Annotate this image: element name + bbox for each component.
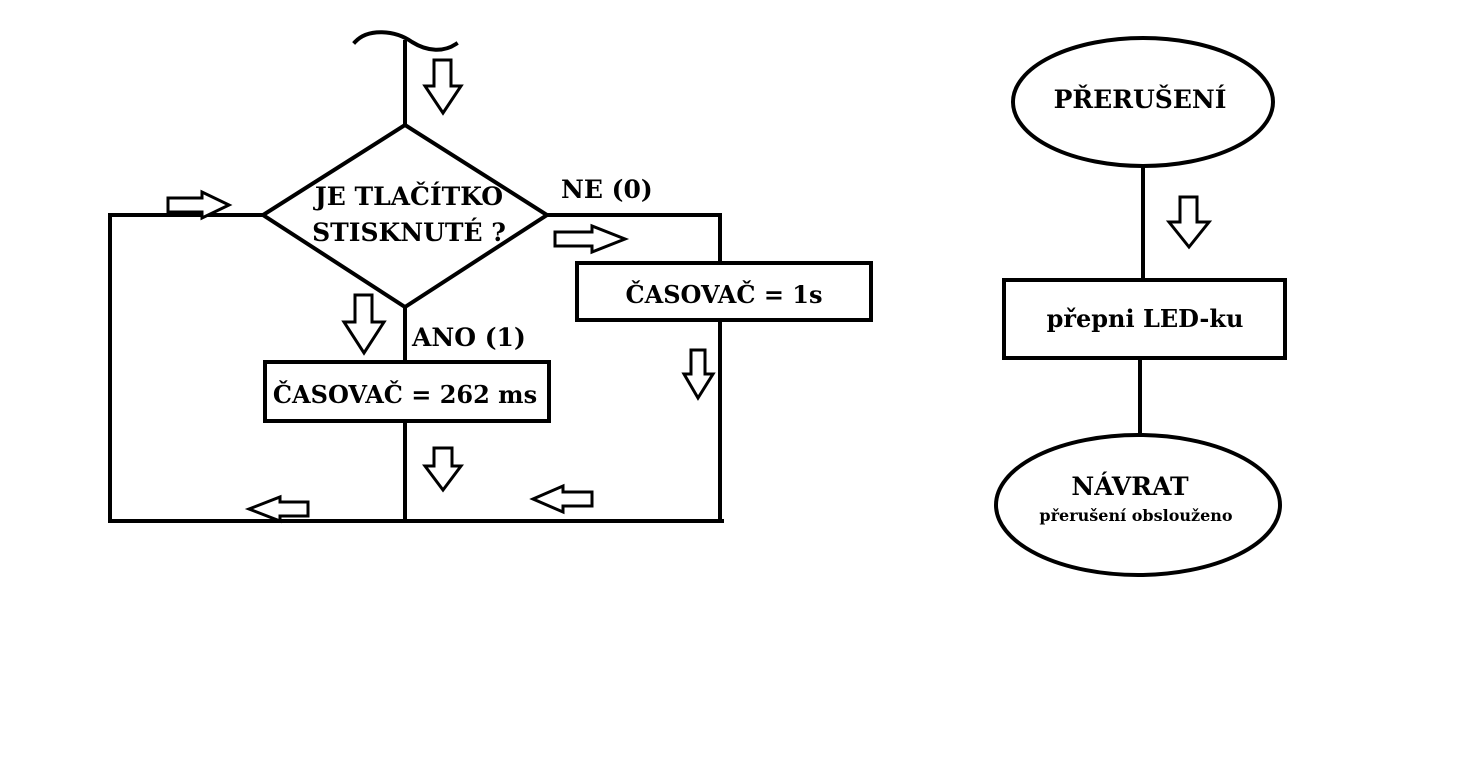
- main-loop-flowchart: JE TLAČÍTKO STISKNUTÉ ? NE (0) ANO (1) Č…: [108, 30, 873, 524]
- interrupt-flowchart: PŘERUŠENÍ přepni LED-ku NÁVRAT přerušení…: [994, 36, 1287, 577]
- decision-text-line1: JE TLAČÍTKO: [313, 182, 503, 211]
- toggle-led-text: přepni LED-ku: [1047, 304, 1244, 333]
- process-timer-1s-text: ČASOVAČ = 1s: [625, 280, 822, 309]
- decision-diamond: [259, 122, 551, 310]
- loop-back-line: [108, 213, 724, 523]
- decision-text-line2: STISKNUTÉ ?: [312, 218, 506, 247]
- branch-no-label: NE (0): [561, 175, 653, 204]
- process-box-timer-262ms: [263, 360, 551, 423]
- right-arrow-icon: [166, 189, 233, 221]
- start-ellipse-interrupt: [1011, 36, 1275, 168]
- interrupt-start-text: PŘERUŠENÍ: [1054, 85, 1227, 114]
- down-arrow-icon: [1165, 195, 1213, 250]
- return-subtitle-text: přerušení obslouženo: [1039, 506, 1232, 525]
- end-ellipse-return: [994, 433, 1282, 577]
- down-arrow-icon: [422, 446, 464, 493]
- down-arrow-icon: [681, 348, 716, 401]
- entry-break-mark: [352, 30, 459, 52]
- left-arrow-icon: [244, 494, 310, 524]
- process-timer-262ms-text: ČASOVAČ = 262 ms: [273, 380, 537, 409]
- branch-yes-label: ANO (1): [411, 323, 526, 352]
- left-arrow-icon: [529, 483, 594, 515]
- return-title-text: NÁVRAT: [1071, 472, 1189, 501]
- down-arrow-icon: [341, 293, 387, 356]
- no-branch-line: [545, 213, 722, 265]
- process-box-toggle-led: [1002, 278, 1287, 360]
- down-arrow-icon: [422, 58, 464, 116]
- right-arrow-icon: [553, 223, 630, 255]
- process-box-timer-1s: [575, 261, 873, 322]
